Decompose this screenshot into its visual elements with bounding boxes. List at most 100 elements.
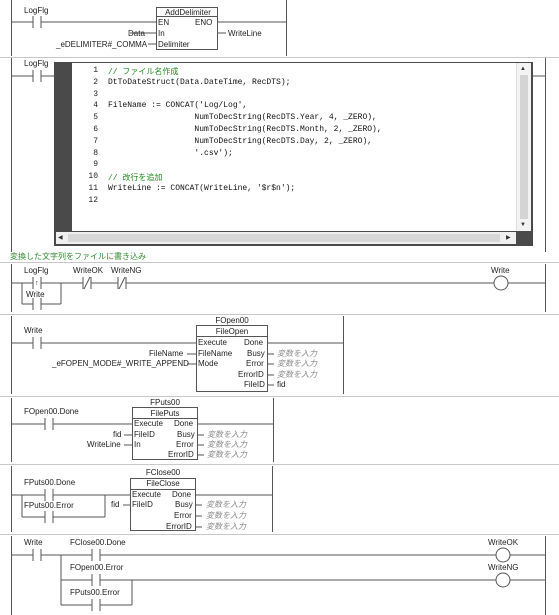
horizontal-scrollbar[interactable]: ◀ ▶ [56, 232, 516, 244]
adddelimiter-title: AddDelimiter [165, 8, 211, 17]
rung3-graphics [11, 264, 546, 312]
pin-error: Error [174, 511, 192, 520]
rung-separator [0, 534, 559, 535]
output-fid[interactable]: fid [277, 380, 286, 389]
contact-writeok-label[interactable]: WriteOK [73, 266, 104, 275]
line-number: 8 [93, 148, 98, 158]
rung7-graphics [11, 536, 546, 615]
pin-busy: Busy [175, 500, 193, 509]
pin-en: EN [158, 18, 170, 27]
contact-write-label[interactable]: Write [24, 538, 43, 547]
placeholder-busy[interactable]: 変数を入力 [207, 430, 247, 439]
pin-error: Error [246, 359, 264, 368]
code-line[interactable]: WriteLine := CONCAT(WriteLine, '$r$n'); [108, 184, 296, 193]
contact-logflg-label[interactable]: LogFlg [24, 266, 49, 275]
coil-write[interactable] [493, 275, 509, 291]
fileclose-block[interactable] [130, 478, 196, 531]
contact-fopen-error-label[interactable]: FOpen00.Error [70, 563, 124, 572]
contact-logflg-label[interactable]: LogFlg [24, 59, 49, 68]
fclose-instance[interactable]: FClose00 [145, 468, 181, 477]
rung-separator [0, 262, 559, 263]
rung2-graphics [11, 70, 545, 82]
fileputs-block[interactable] [132, 407, 198, 460]
scroll-thumb[interactable] [520, 75, 528, 219]
line-number: 2 [93, 77, 98, 87]
pin-done: Done [244, 338, 264, 347]
placeholder-errorid[interactable]: 変数を入力 [277, 370, 317, 379]
coil-writeok[interactable] [495, 547, 511, 563]
line-number: 7 [93, 136, 98, 146]
placeholder-error[interactable]: 変数を入力 [277, 359, 317, 368]
fileclose-title: FileClose [146, 479, 180, 488]
fopen-instance[interactable]: FOpen00 [215, 316, 249, 325]
rung-separator [0, 314, 559, 315]
contact-write-label[interactable]: Write [26, 290, 45, 299]
input-delimiter-const[interactable]: _eDELIMITER#_COMMA [56, 40, 148, 49]
fileputs-title: FilePuts [150, 409, 180, 418]
contact-writeng-label[interactable]: WriteNG [111, 266, 142, 275]
placeholder-error[interactable]: 変数を入力 [206, 511, 246, 520]
pin-in: In [158, 29, 165, 38]
code-line[interactable]: NumToDecString(RecDTS.Day, 2, _ZERO), [108, 136, 373, 146]
contact-fputs-done-label[interactable]: FPuts00.Done [24, 478, 76, 487]
placeholder-error[interactable]: 変数を入力 [207, 440, 247, 449]
scroll-left-icon[interactable]: ◀ [58, 235, 63, 241]
code-line[interactable]: FileName := CONCAT('Log/Log', [108, 101, 248, 111]
output-writeline[interactable]: WriteLine [228, 29, 262, 38]
input-filename[interactable]: FileName [149, 349, 184, 358]
scroll-up-icon[interactable]: ▲ [520, 66, 526, 72]
coil-write-label[interactable]: Write [491, 266, 510, 275]
scroll-right-icon[interactable]: ▶ [506, 235, 511, 241]
rung-separator [0, 57, 559, 58]
contact-fclose-done-label[interactable]: FClose00.Done [70, 538, 126, 547]
pin-filename: FileName [198, 349, 233, 358]
contact-logflg-label[interactable]: LogFlg [24, 6, 49, 15]
scroll-down-icon[interactable]: ▼ [520, 222, 526, 228]
pin-fileid: FileID [244, 380, 265, 389]
coil-writeng[interactable] [495, 572, 511, 588]
input-data[interactable]: Data [128, 29, 145, 38]
vertical-scrollbar[interactable]: ▲ ▼ [516, 63, 531, 231]
fputs-instance[interactable]: FPuts00 [150, 398, 180, 407]
pin-errorid: ErrorID [238, 370, 264, 379]
rung4-graphics [11, 316, 344, 394]
coil-writeng-label[interactable]: WriteNG [488, 563, 519, 572]
input-fid[interactable]: fid [113, 430, 122, 439]
pin-execute: Execute [132, 490, 161, 499]
pin-fileid: FileID [132, 500, 153, 509]
rung-separator [0, 464, 559, 465]
line-number: 12 [88, 195, 98, 205]
contact-fputs-error-label[interactable]: FPuts00.Error [24, 501, 74, 510]
contact-fputs-error-label[interactable]: FPuts00.Error [70, 588, 120, 597]
pin-mode: Mode [198, 359, 219, 368]
pin-errorid: ErrorID [168, 450, 194, 459]
contact-write-label[interactable]: Write [24, 326, 43, 335]
code-line[interactable]: DtToDateStruct(Data.DateTime, RecDTS); [108, 77, 291, 87]
line-number: 10 [88, 172, 98, 182]
placeholder-errorid[interactable]: 変数を入力 [207, 450, 247, 459]
code-line[interactable]: NumToDecString(RecDTS.Month, 2, _ZERO), [108, 125, 382, 134]
input-writeline[interactable]: WriteLine [87, 440, 121, 449]
code-line[interactable]: NumToDecString(RecDTS.Year, 4, _ZERO), [108, 113, 377, 123]
placeholder-errorid[interactable]: 変数を入力 [206, 522, 246, 531]
pin-eno: ENO [195, 18, 213, 27]
code-line[interactable]: // ファイル名作成 [108, 68, 179, 77]
input-mode-const[interactable]: _eFOPEN_MODE#_WRITE_APPEND [52, 359, 189, 368]
rung1-graphics [11, 0, 287, 56]
line-number: 9 [93, 160, 98, 170]
placeholder-busy[interactable]: 変数を入力 [277, 349, 317, 358]
rung-comment[interactable]: 変換した文字列をファイルに書き込み [10, 252, 146, 261]
adddelimiter-block[interactable] [156, 7, 218, 50]
contact-fopen-done-label[interactable]: FOpen00.Done [24, 407, 79, 416]
placeholder-busy[interactable]: 変数を入力 [206, 500, 246, 509]
scroll-thumb[interactable] [68, 234, 500, 242]
pin-execute: Execute [198, 338, 227, 347]
input-fid[interactable]: fid [111, 500, 120, 509]
rung6-graphics [11, 466, 273, 532]
code-line[interactable]: // 改行を追加 [108, 174, 163, 184]
coil-writeok-label[interactable]: WriteOK [488, 538, 519, 547]
rung5-graphics [11, 398, 274, 462]
code-line[interactable]: '.csv'); [108, 148, 233, 158]
